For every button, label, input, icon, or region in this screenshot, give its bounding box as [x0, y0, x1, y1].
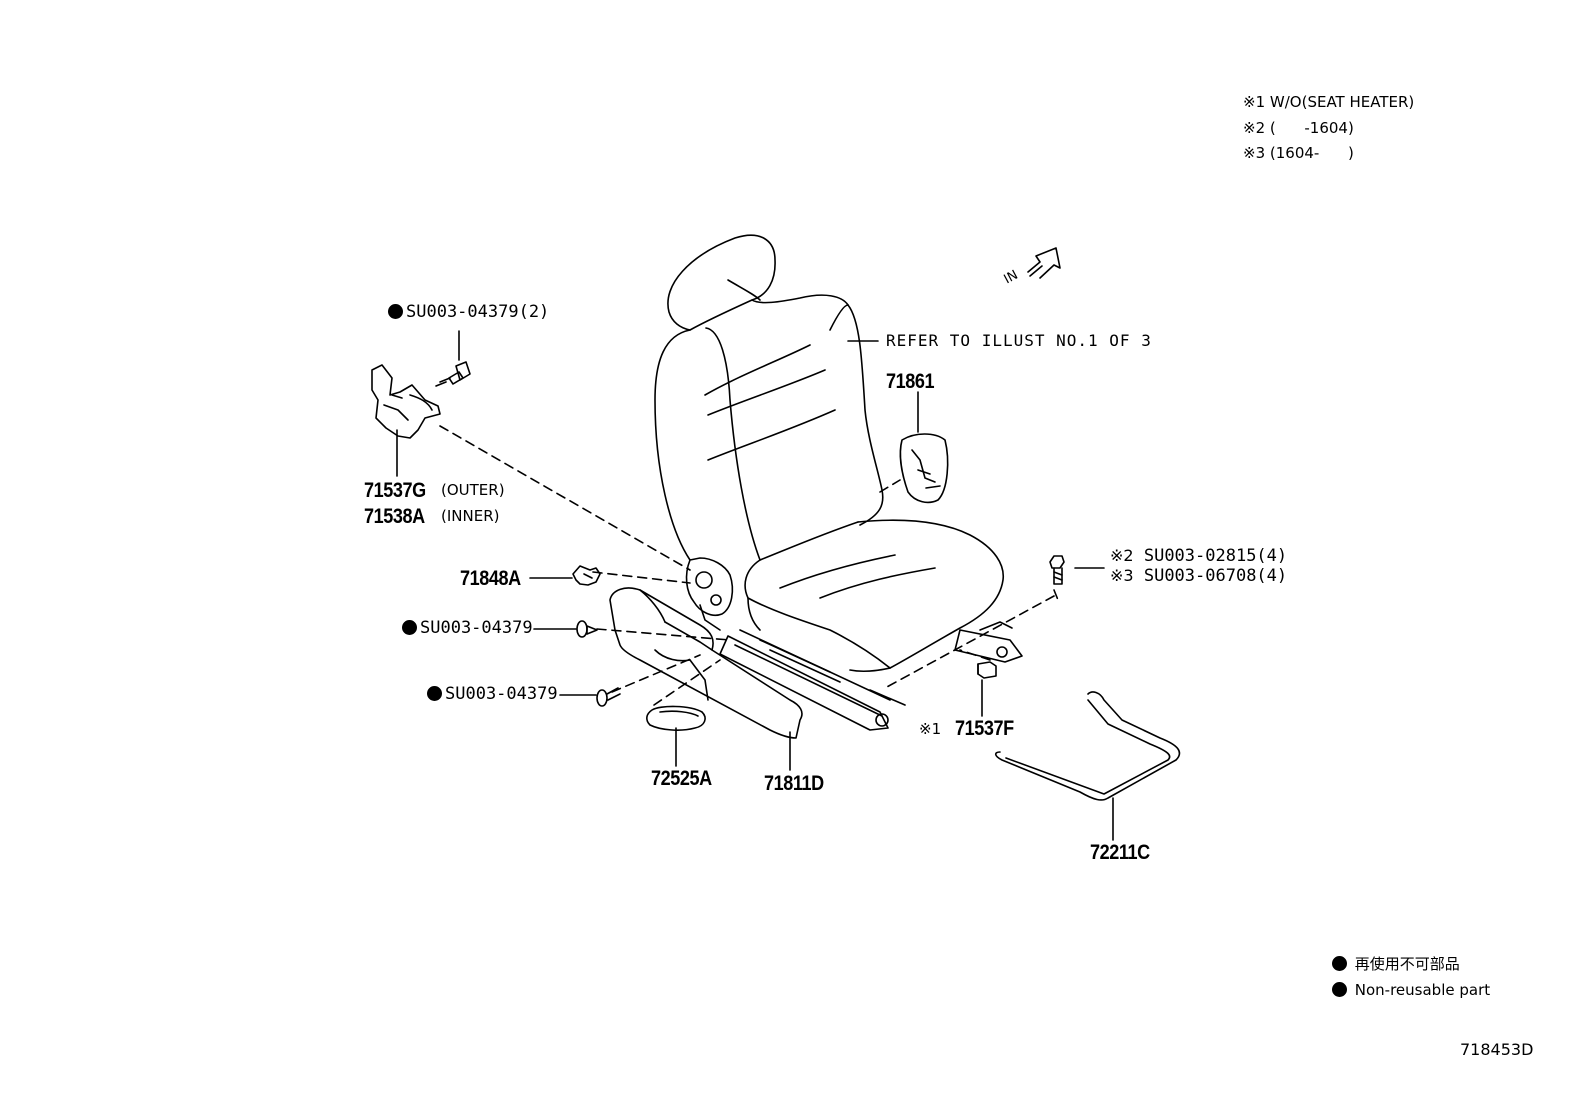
part-su-low-text: SU003-04379 — [445, 684, 558, 704]
legend-en-text: Non-reusable part — [1354, 981, 1491, 999]
part-71538a-note: (INNER) — [441, 507, 500, 525]
bolt-a-text: SU003-02815(4) — [1143, 546, 1288, 566]
part-71811d-label: 71811D — [764, 772, 824, 795]
seat-track-outline — [719, 621, 1023, 731]
seat-back-outline — [654, 234, 884, 561]
recliner-hinge — [685, 557, 734, 631]
screw-mid — [576, 620, 598, 638]
bolt-part — [1049, 555, 1065, 585]
note-2-text: ( -1604) — [1269, 119, 1354, 137]
note-3: ※3 (1604- ) — [1243, 146, 1354, 161]
part-71537f-label: 71537F — [955, 717, 1014, 740]
part-71538a-label: 71538A — [364, 506, 435, 527]
part-su-mid-label: SU003-04379 — [402, 620, 533, 637]
non-reusable-icon — [402, 620, 417, 635]
note-2-mark: ※2 — [1243, 119, 1266, 137]
part-bolt-b-label: ※3 SU003-06708(4) — [1110, 568, 1287, 585]
direction-arrow — [1027, 247, 1061, 279]
clip-part — [572, 565, 601, 586]
screw-low — [596, 687, 621, 707]
bolt-b-mark: ※3 — [1110, 566, 1134, 585]
part-su-mid-text: SU003-04379 — [420, 618, 533, 638]
legend-jp: 再使用不可部品 — [1332, 956, 1460, 972]
non-reusable-icon — [388, 304, 403, 319]
bolt-b-text: SU003-06708(4) — [1143, 566, 1288, 586]
part-71537f-mark: ※1 — [919, 720, 942, 738]
hinge-cover-part — [371, 364, 441, 439]
legend-jp-text: 再使用不可部品 — [1354, 955, 1460, 973]
part-su-top-label: SU003-04379(2) — [388, 304, 549, 321]
part-71538a-number: 71538A — [364, 505, 425, 528]
note-2: ※2 ( -1604) — [1243, 121, 1354, 136]
lever-part — [646, 705, 706, 731]
bolt-a-mark: ※2 — [1110, 546, 1134, 565]
note-1-text: W/O(SEAT HEATER) — [1269, 93, 1415, 111]
note-3-mark: ※3 — [1243, 144, 1266, 162]
note-1: ※1 W/O(SEAT HEATER) — [1243, 95, 1414, 110]
part-bolt-a-label: ※2 SU003-02815(4) — [1110, 548, 1287, 565]
part-71537g-note: (OUTER) — [441, 481, 505, 499]
non-reusable-icon — [1332, 982, 1347, 997]
part-71861-label: 71861 — [886, 370, 935, 393]
legend-en: Non-reusable part — [1332, 982, 1490, 998]
seat-cushion-outline — [744, 519, 1004, 673]
pad-part — [977, 661, 997, 679]
part-71848a-label: 71848A — [460, 567, 521, 590]
part-72525a-label: 72525A — [651, 767, 712, 790]
leader-lines — [396, 330, 1114, 841]
bracket-part — [899, 433, 949, 504]
note-1-mark: ※1 — [1243, 93, 1266, 111]
dashed-lines — [439, 425, 1059, 706]
part-su-top-text: SU003-04379(2) — [406, 302, 550, 322]
note-3-text: (1604- ) — [1269, 144, 1354, 162]
non-reusable-icon — [427, 686, 442, 701]
non-reusable-icon — [1332, 956, 1347, 971]
part-su-low-label: SU003-04379 — [427, 686, 558, 703]
part-71537g-number: 71537G — [364, 479, 426, 502]
figure-id: 718453D — [1460, 1040, 1534, 1059]
screw-top — [435, 361, 471, 387]
refer-text: REFER TO ILLUST NO.1 OF 3 — [886, 331, 1152, 350]
wire-part — [994, 691, 1181, 801]
part-71537g-label: 71537G — [364, 480, 436, 501]
part-72211c-label: 72211C — [1090, 841, 1150, 864]
